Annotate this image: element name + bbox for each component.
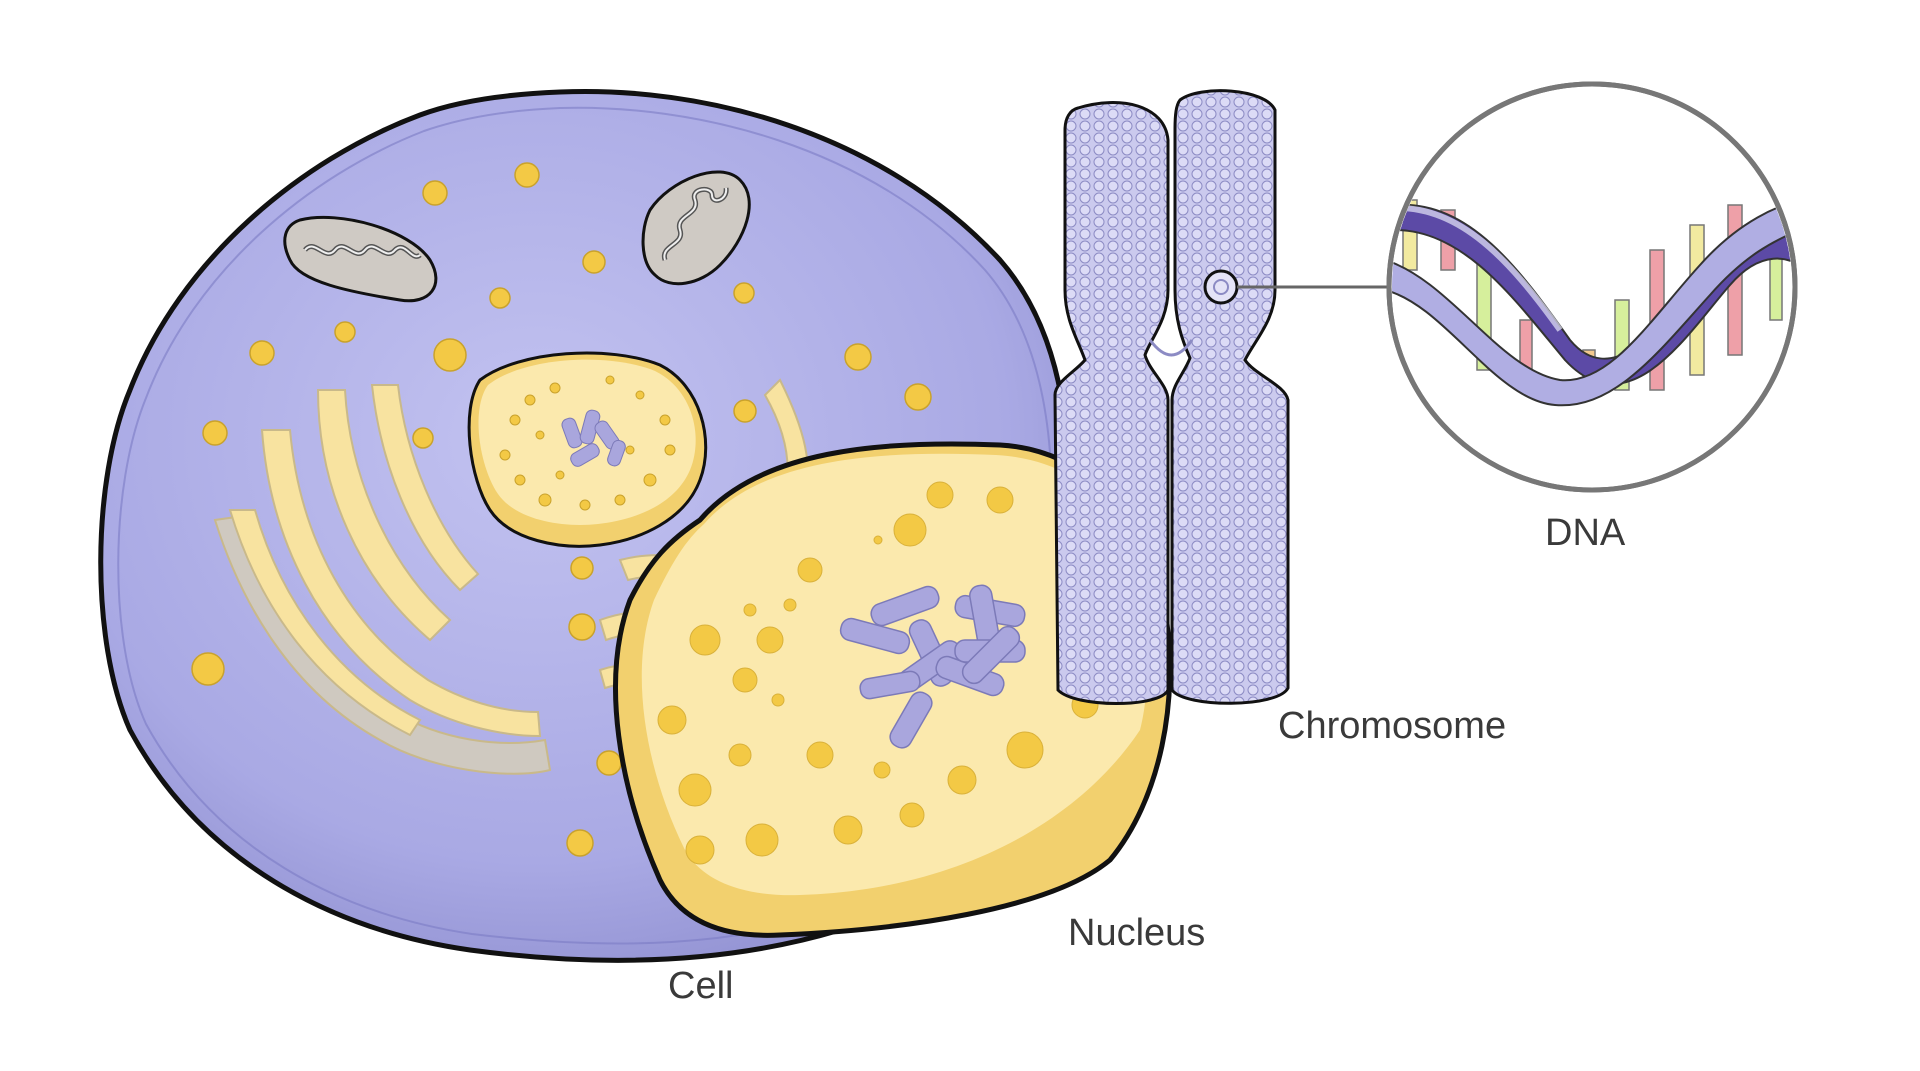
nucleus-label: Nucleus: [1068, 912, 1206, 954]
mitochondrion-left: [283, 215, 438, 303]
cytoplasm-granules: [191, 162, 932, 857]
nucleus-chromosomes: [839, 584, 1026, 749]
chromosome: [1053, 89, 1290, 705]
chromosome-label: Chromosome: [1278, 705, 1507, 747]
chromatid-left: [1053, 101, 1170, 705]
chromatid-right: [1170, 89, 1290, 705]
cell-nucleus-small: [467, 351, 708, 548]
nucleus: [613, 441, 1173, 938]
chromosome-zoom-marker: [1203, 269, 1239, 305]
cell-label: Cell: [668, 965, 734, 1007]
mitochondrion-right: [641, 170, 751, 286]
golgi-apparatus: [213, 384, 552, 775]
dna-backbone-front: [1392, 198, 1792, 407]
dna-backbone-back: [1394, 203, 1792, 386]
dna-label: DNA: [1545, 512, 1626, 554]
dna-zoom-circle: [1386, 81, 1798, 493]
cell-inner-edge: [117, 106, 1053, 945]
